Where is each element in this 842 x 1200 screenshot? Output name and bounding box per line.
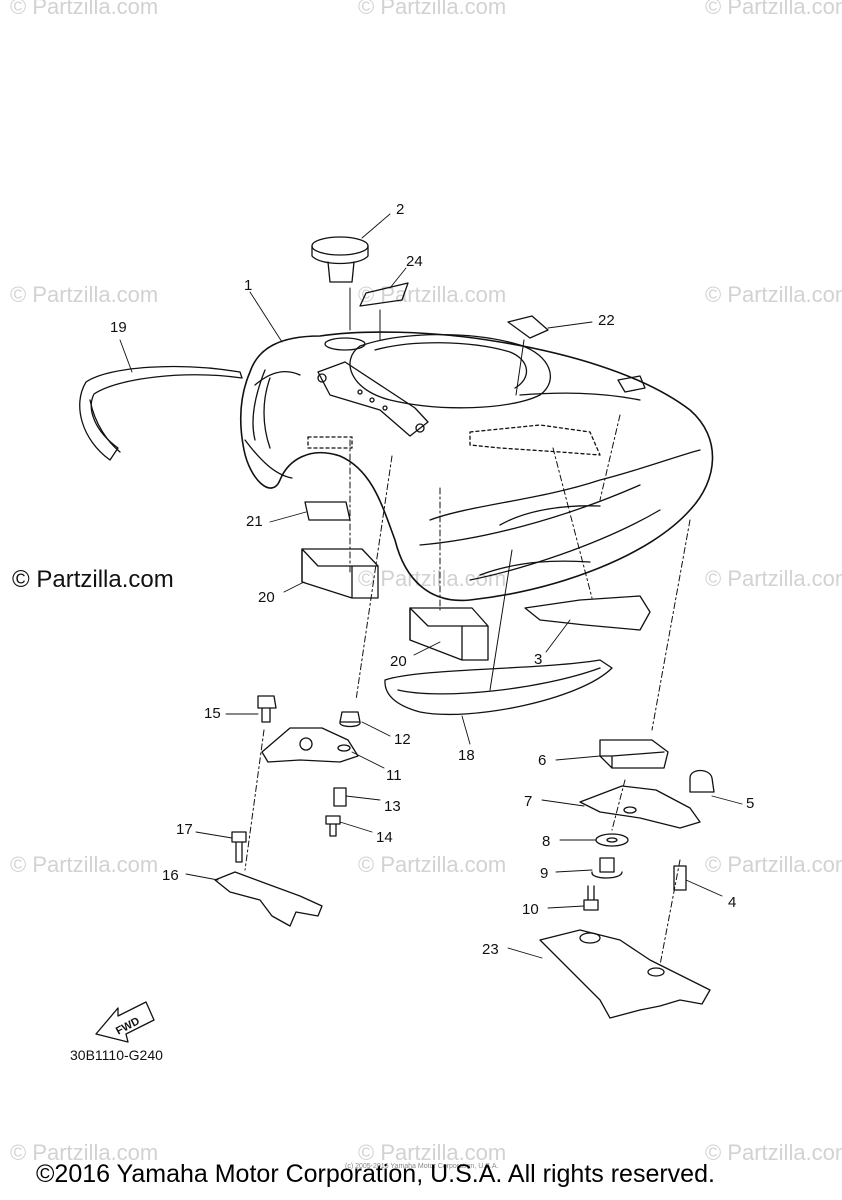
fwd-label: FWD (114, 1015, 142, 1037)
bolt-14 (325, 815, 341, 837)
callout-number: 3 (534, 651, 542, 668)
fuel-cap (311, 236, 369, 283)
washer-8 (595, 833, 629, 847)
label-24 (359, 282, 409, 307)
damper-block-20a (301, 548, 379, 599)
callout-number: 1 (244, 277, 252, 294)
watermark: © Partzilla.com (705, 566, 842, 591)
callout-number: 7 (524, 793, 532, 810)
bracket-7 (579, 785, 701, 829)
callout-number: 22 (598, 312, 615, 329)
callout-number: 15 (204, 705, 221, 722)
callout-number: 17 (176, 821, 193, 838)
strip-18 (384, 659, 613, 715)
callout-number: 16 (162, 867, 179, 884)
callout-number: 14 (376, 829, 393, 846)
callout-number: 5 (746, 795, 754, 812)
callout-number: 24 (406, 253, 423, 270)
watermark: © Partzilla.com (10, 852, 159, 877)
collar-9 (591, 857, 623, 879)
callout-number: 19 (110, 319, 127, 336)
pad-21 (304, 501, 351, 521)
watermark: © Partzilla.com (705, 852, 842, 877)
watermark: © Partzilla.com (358, 0, 507, 19)
callout-number: 20 (390, 653, 407, 670)
callout-number: 21 (246, 513, 263, 530)
watermark: © Partzilla.com (705, 1140, 842, 1165)
watermark: © Partzilla.com (705, 282, 842, 307)
partzilla-watermark-main: © Partzilla.com (12, 566, 174, 593)
callout-number: 18 (458, 747, 475, 764)
watermark: © Partzilla.com (10, 0, 159, 19)
callout-number: 13 (384, 798, 401, 815)
watermark: © Partzilla.com (358, 1140, 507, 1165)
small-copyright: (c) 2005-2016 Yamaha Motor Corporation, … (345, 1163, 499, 1170)
watermark: © Partzilla.com (358, 566, 507, 591)
watermark: © Partzilla.com (10, 282, 159, 307)
collar-13 (333, 787, 347, 807)
callout-number: 2 (396, 201, 404, 218)
nut-5 (689, 769, 715, 793)
callout-number: 23 (482, 941, 499, 958)
damper-block-20b (409, 607, 489, 661)
fwd-arrow-icon (95, 1001, 155, 1043)
callout-number: 11 (386, 767, 402, 784)
stud-4 (673, 865, 687, 891)
callout-number: 9 (540, 865, 548, 882)
bracket-23 (539, 929, 711, 1019)
bolt-15 (257, 695, 277, 723)
pad-3 (524, 595, 651, 631)
callout-number: 20 (258, 589, 275, 606)
callout-number: 12 (394, 731, 411, 748)
callout-number: 10 (522, 901, 539, 918)
diagram-code: 30B1110-G240 (70, 1047, 163, 1063)
watermark: © Partzilla.com (705, 0, 842, 19)
grommet-12 (339, 711, 361, 728)
watermark: © Partzilla.com (358, 852, 507, 877)
callout-number: 4 (728, 894, 736, 911)
watermark: © Partzilla.com (10, 1140, 159, 1165)
bolt-17 (231, 831, 247, 863)
bracket-16 (214, 871, 323, 927)
trim-strip-19 (79, 365, 243, 461)
fuel-tank (239, 331, 714, 602)
emblem-22 (507, 315, 549, 339)
callout-number: 6 (538, 752, 546, 769)
callout-number: 8 (542, 833, 550, 850)
bracket-11 (261, 727, 359, 763)
bolt-10 (583, 885, 599, 911)
copyright-notice: ©2016 Yamaha Motor Corporation, U.S.A. A… (36, 1160, 715, 1188)
